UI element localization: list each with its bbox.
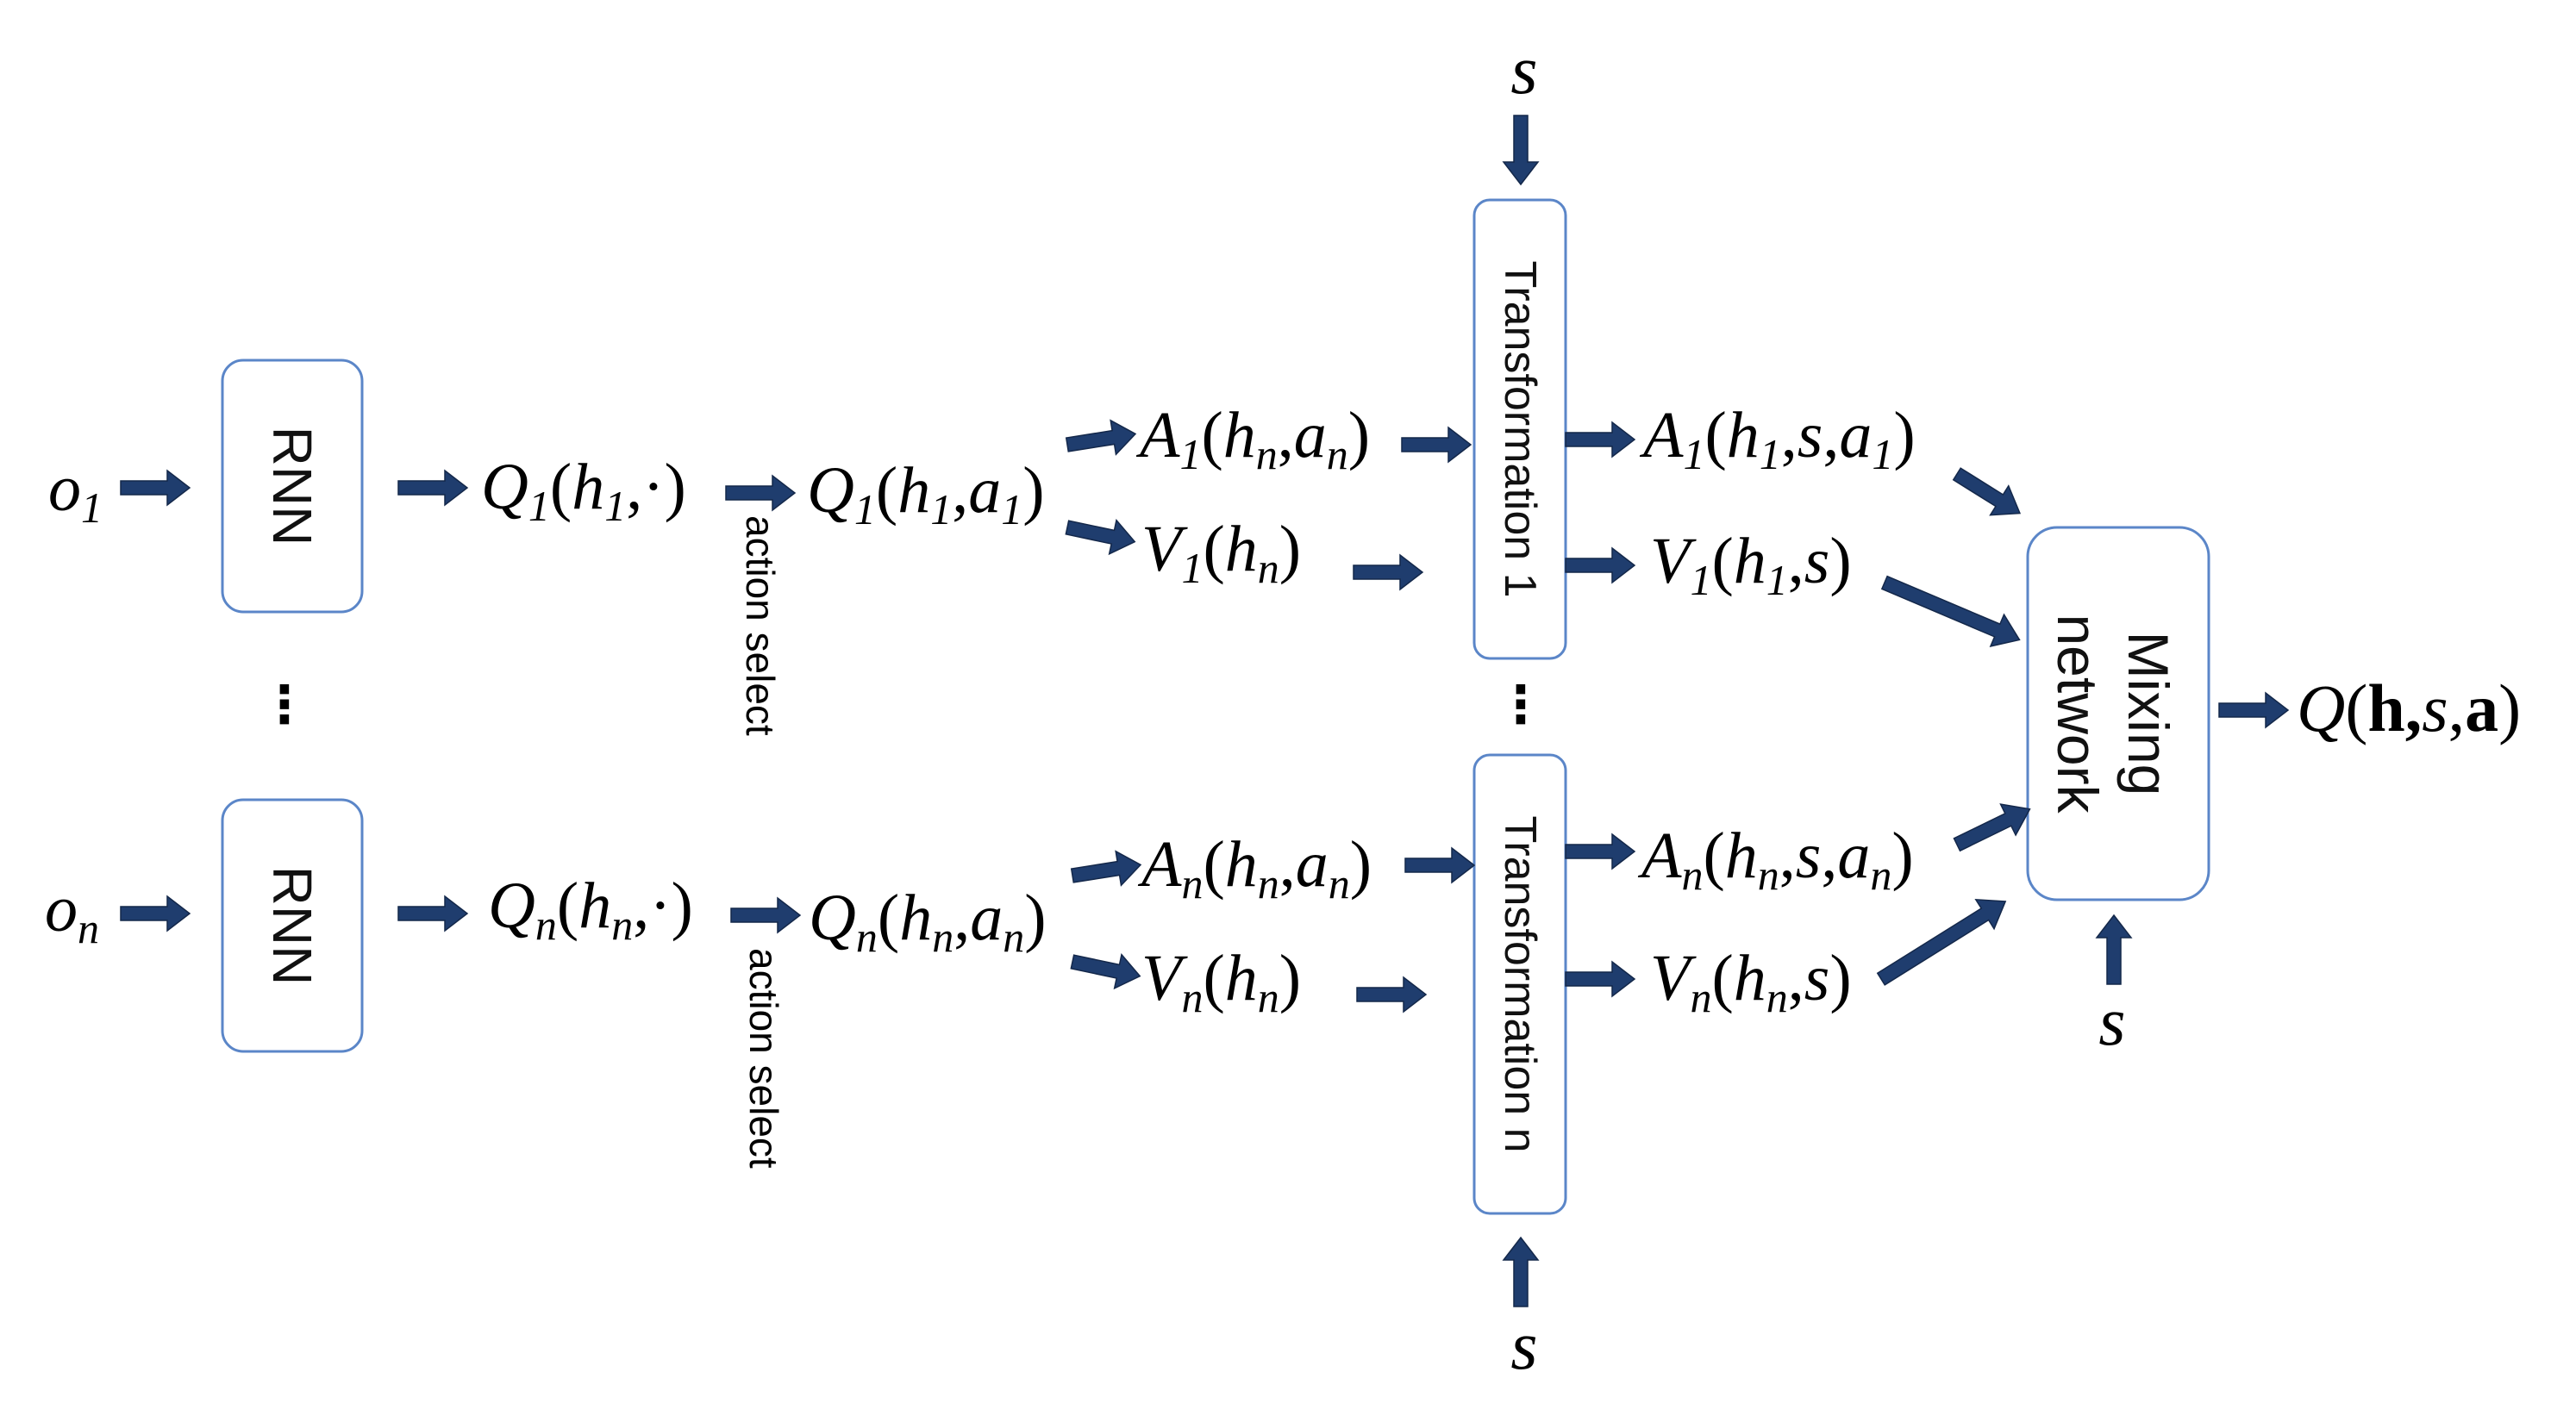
arrow-s-transform1 xyxy=(1503,115,1539,185)
v1-h1-s: V1(h1,s) xyxy=(1650,525,1852,604)
arrow-a1-mixing xyxy=(1952,467,2022,516)
arrow-mixing-output xyxy=(2218,692,2289,728)
qn-hn-an: Qn(hn,an) xyxy=(809,882,1047,961)
arrow-a1-transform xyxy=(1401,427,1472,463)
v1-hn: V1(hn) xyxy=(1141,513,1301,592)
action-select-label-n: action select xyxy=(741,948,786,1169)
arrow-vn-mixing xyxy=(1876,898,2007,986)
a1-hn-an: A1(hn,an) xyxy=(1135,399,1370,478)
state-s-bottom: s xyxy=(1510,1308,1537,1384)
arrow-transform-v1 xyxy=(1565,547,1635,583)
mixing-label-line2: network xyxy=(2046,614,2110,814)
arrow-v1-transform xyxy=(1353,554,1423,590)
arrow-transform-an xyxy=(1565,833,1635,870)
transformation-1-label: Transformation 1 xyxy=(1495,260,1545,597)
arrow-s-mixing xyxy=(2096,914,2132,985)
rnn-bottom-label: RNN xyxy=(261,866,323,986)
a1-h1-s-a1: A1(h1,s,a1) xyxy=(1639,399,1916,478)
arrow-s-transformn xyxy=(1503,1237,1539,1307)
state-s-mixing: s xyxy=(2098,984,2125,1060)
arrow-q1-select xyxy=(725,475,796,511)
input-o1: o1 xyxy=(48,452,103,532)
an-hn-an: An(hn,an) xyxy=(1137,828,1372,907)
arrow-o1-rnn xyxy=(120,470,191,506)
q1-h1-a1: Q1(h1,a1) xyxy=(807,454,1045,533)
arrow-transform-a1 xyxy=(1565,421,1635,458)
arrow-qn-an xyxy=(1069,846,1144,894)
arrow-an-transform xyxy=(1404,847,1475,883)
arrow-q1-v1 xyxy=(1063,509,1140,559)
arrow-v1-mixing xyxy=(1880,575,2021,647)
arrow-on-rnn xyxy=(120,895,191,932)
arrow-an-mixing xyxy=(1953,803,2031,852)
mixing-network-box xyxy=(2026,526,2210,901)
rnn-box-top xyxy=(221,359,364,614)
rnn-vdots: ⋮ xyxy=(259,676,310,733)
arrow-transform-vn xyxy=(1565,961,1635,997)
arrow-vn-transform xyxy=(1356,976,1427,1013)
arrow-q1-a1 xyxy=(1064,415,1139,463)
action-select-label-1: action select xyxy=(738,515,783,736)
transform-vdots: ⋮ xyxy=(1495,676,1547,733)
output-q-h-s-a: Q(h,s,a) xyxy=(2297,670,2521,745)
arrow-rnn-q1 xyxy=(397,470,468,506)
transformation-n-label: Transformation n xyxy=(1495,815,1545,1152)
q1-h1-dot: Q1(h1,·) xyxy=(481,451,686,530)
arrow-rnn-qn xyxy=(397,895,468,932)
rnn-box-bottom xyxy=(221,798,364,1053)
input-on: on xyxy=(45,873,99,952)
transformation-1-box xyxy=(1472,198,1567,660)
arrow-qn-vn xyxy=(1068,944,1145,994)
arrow-qn-select xyxy=(730,897,801,933)
state-s-top: s xyxy=(1510,33,1537,109)
qn-hn-dot: Qn(hn,·) xyxy=(488,870,693,949)
vn-hn: Vn(hn) xyxy=(1141,942,1301,1021)
vn-hn-s: Vn(hn,s) xyxy=(1650,942,1852,1021)
an-hn-s-an: An(hn,s,an) xyxy=(1637,820,1914,899)
mixing-label-line1: Mixing xyxy=(2116,632,2180,796)
rnn-top-label: RNN xyxy=(261,427,323,546)
